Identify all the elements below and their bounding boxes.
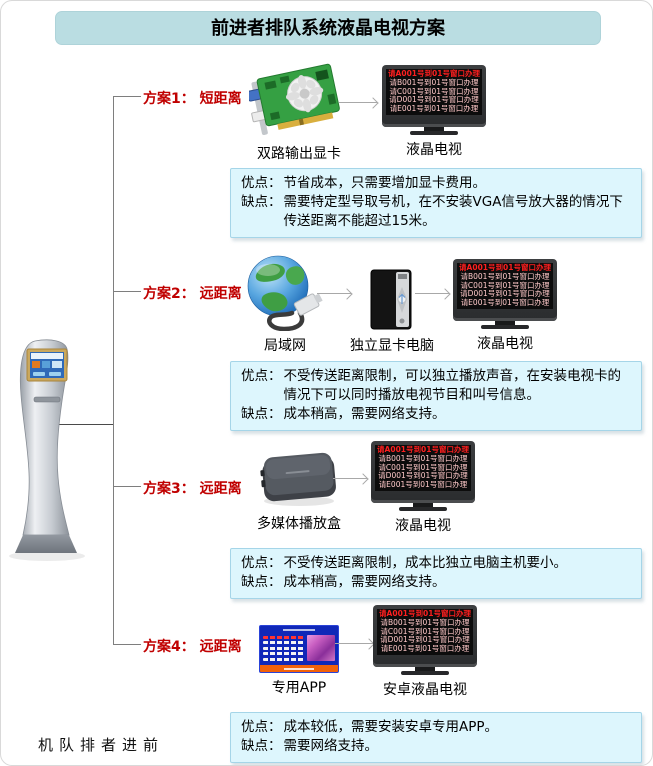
tv-screen: 请A001号到01号窗口办理请B001号到01号窗口办理请C001号到01号窗口… — [377, 609, 473, 655]
tv-screen: 请A001号到01号窗口办理请B001号到01号窗口办理请C001号到01号窗口… — [375, 445, 471, 491]
pc-tower-icon — [370, 269, 412, 330]
scheme-2-label: 方案2： 远距离 — [143, 286, 242, 302]
pros-cons-box-4: 优点：成本较低，需要安装安卓专用APP。 缺点：需要网络支持。 — [230, 712, 642, 763]
lan-globe-icon — [247, 255, 323, 331]
tv-screen-line: 请E001号到01号窗口办理 — [378, 480, 468, 490]
cons-text: 需要网络支持。 — [283, 738, 379, 754]
connector-branch-1 — [113, 96, 141, 97]
tv-screen-line: 请B001号到01号窗口办理 — [389, 77, 479, 87]
android-app-icon — [259, 625, 339, 673]
device-pc-tower: 独立显卡电脑 — [346, 253, 438, 355]
cons-text: 成本稍高，需要网络支持。 — [283, 574, 446, 590]
device-graphics-card: 双路输出显卡 — [247, 61, 351, 163]
arrow-icon — [339, 102, 377, 103]
device-lcd-tv: 请A001号到01号窗口办理请B001号到01号窗口办理请C001号到01号窗口… — [382, 65, 486, 159]
app-bottom-bar — [260, 665, 338, 672]
tv-screen-line: 请C001号到01号窗口办理 — [389, 86, 479, 96]
pros-label: 优点： — [241, 719, 282, 735]
tv-screen-line: 请B001号到01号窗口办理 — [378, 453, 468, 463]
page-title: 前进者排队系统液晶电视方案 — [55, 11, 601, 45]
device-caption: 专用APP — [271, 680, 327, 696]
cons-text: 成本稍高，需要网络支持。 — [283, 406, 446, 422]
kiosk-image: 前进者排队机 — [3, 335, 159, 753]
pros-cons-box-1: 优点：节省成本，只需要增加显卡费用。 缺点：需要特定型号取号机，在不安装VGA信… — [230, 168, 642, 238]
device-lcd-tv: 请A001号到01号窗口办理请B001号到01号窗口办理请C001号到01号窗口… — [453, 259, 557, 353]
lcd-tv-icon: 请A001号到01号窗口办理请B001号到01号窗口办理请C001号到01号窗口… — [453, 259, 557, 329]
tv-stand — [424, 127, 444, 131]
device-lan: 局域网 — [239, 253, 331, 355]
device-caption: 多媒体播放盒 — [257, 516, 341, 532]
tv-screen-line: 请D001号到01号窗口办理 — [378, 471, 468, 481]
arrow-icon — [415, 293, 449, 294]
arrow-icon — [333, 478, 367, 479]
tv-screen-line: 请D001号到01号窗口办理 — [389, 95, 479, 105]
scheme-4-label: 方案4： 远距离 — [143, 639, 242, 655]
tv-screen-line: 请B001号到01号窗口办理 — [380, 617, 470, 627]
connector-branch-2 — [113, 291, 141, 292]
tv-screen-line: 请D001号到01号窗口办理 — [460, 289, 550, 299]
tv-screen-line: 请E001号到01号窗口办理 — [380, 644, 470, 654]
lcd-tv-icon: 请A001号到01号窗口办理请B001号到01号窗口办理请C001号到01号窗口… — [373, 605, 477, 675]
arrow-icon — [335, 643, 373, 644]
pros-text: 成本较低，需要安装安卓专用APP。 — [283, 719, 499, 735]
lcd-tv-icon: 请A001号到01号窗口办理请B001号到01号窗口办理请C001号到01号窗口… — [371, 441, 475, 511]
device-caption: 双路输出显卡 — [257, 146, 341, 162]
connector-branch-3 — [113, 486, 141, 487]
tv-stand — [413, 503, 433, 507]
pros-text: 节省成本，只需要增加显卡费用。 — [283, 175, 487, 191]
device-caption: 局域网 — [264, 338, 306, 354]
pros-text: 不受传送距离限制，成本比独立电脑主机要小。 — [283, 555, 568, 571]
pros-label: 优点： — [241, 368, 282, 384]
cons-text: 需要特定型号取号机，在不安装VGA信号放大器的情况下传送距离不能超过15米。 — [283, 194, 623, 229]
device-media-player: 多媒体播放盒 — [247, 445, 351, 533]
app-video-area — [307, 635, 335, 661]
pros-label: 优点： — [241, 175, 282, 191]
scheme-3-label: 方案3： 远距离 — [143, 481, 242, 497]
tv-stand — [495, 321, 515, 325]
device-caption: 液晶电视 — [395, 518, 451, 534]
pros-text: 不受传送距离限制，可以独立播放声音，在安装电视卡的情况下可以同时播放电视节目和叫… — [283, 368, 622, 403]
tv-screen-line: 请C001号到01号窗口办理 — [380, 626, 470, 636]
device-android-lcd-tv: 请A001号到01号窗口办理请B001号到01号窗口办理请C001号到01号窗口… — [373, 605, 477, 699]
tv-screen-line: 请A001号到01号窗口办理 — [459, 263, 551, 272]
kiosk-label: 前进者排队机 — [36, 737, 159, 753]
device-caption: 安卓液晶电视 — [383, 682, 467, 698]
cons-label: 缺点： — [241, 574, 282, 590]
pros-label: 优点： — [241, 555, 282, 571]
app-header-bar — [260, 626, 338, 633]
tv-screen-line: 请C001号到01号窗口办理 — [378, 462, 468, 472]
tv-screen-line: 请A001号到01号窗口办理 — [377, 445, 469, 454]
connector-trunk — [113, 96, 114, 645]
connector-branch-4 — [113, 644, 141, 645]
device-app: 专用APP — [247, 623, 351, 697]
graphics-card-icon — [249, 63, 340, 135]
tv-screen-line: 请A001号到01号窗口办理 — [379, 609, 471, 618]
pros-cons-box-2: 优点：不受传送距离限制，可以独立播放声音，在安装电视卡的情况下可以同时播放电视节… — [230, 361, 642, 431]
device-caption: 液晶电视 — [406, 142, 462, 158]
tv-screen: 请A001号到01号窗口办理请B001号到01号窗口办理请C001号到01号窗口… — [386, 69, 482, 115]
device-lcd-tv: 请A001号到01号窗口办理请B001号到01号窗口办理请C001号到01号窗口… — [371, 441, 475, 535]
tv-screen-line: 请C001号到01号窗口办理 — [460, 280, 550, 290]
tv-screen-line: 请A001号到01号窗口办理 — [388, 69, 480, 78]
media-player-icon — [260, 452, 336, 506]
cons-label: 缺点： — [241, 194, 282, 210]
cons-label: 缺点： — [241, 738, 282, 754]
arrow-icon — [317, 293, 351, 294]
connector-kiosk — [59, 424, 113, 425]
lcd-tv-icon: 请A001号到01号窗口办理请B001号到01号窗口办理请C001号到01号窗口… — [382, 65, 486, 135]
scheme-1-label: 方案1： 短距离 — [143, 91, 242, 107]
tv-stand — [415, 667, 435, 671]
tv-screen-line: 请B001号到01号窗口办理 — [460, 271, 550, 281]
tv-screen-line: 请E001号到01号窗口办理 — [389, 104, 479, 114]
device-caption: 独立显卡电脑 — [350, 338, 434, 354]
tv-screen: 请A001号到01号窗口办理请B001号到01号窗口办理请C001号到01号窗口… — [457, 263, 553, 309]
kiosk-icon — [9, 339, 85, 561]
cons-label: 缺点： — [241, 406, 282, 422]
pros-cons-box-3: 优点：不受传送距离限制，成本比独立电脑主机要小。 缺点：成本稍高，需要网络支持。 — [230, 548, 642, 599]
device-caption: 液晶电视 — [477, 336, 533, 352]
tv-screen-line: 请E001号到01号窗口办理 — [460, 298, 550, 308]
tv-screen-line: 请D001号到01号窗口办理 — [380, 635, 470, 645]
